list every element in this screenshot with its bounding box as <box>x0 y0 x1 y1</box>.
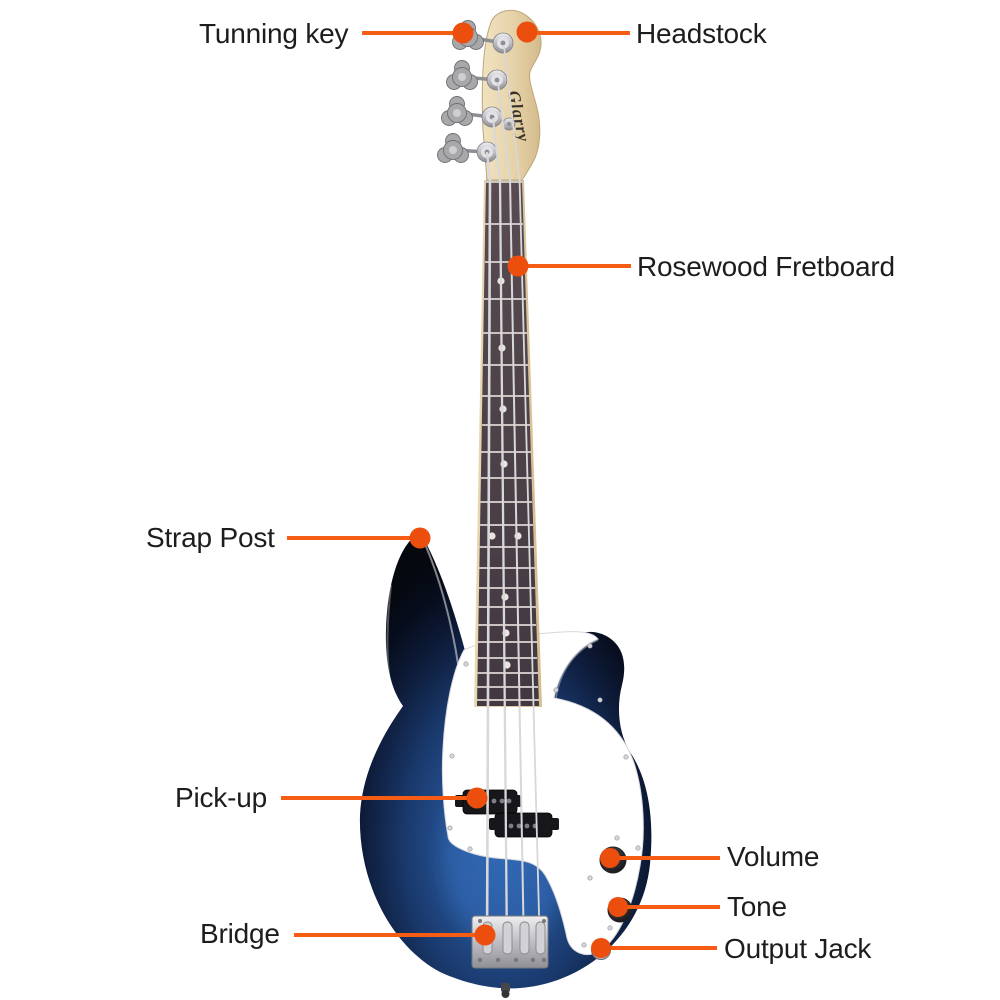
label-rosewood-fretboard: Rosewood Fretboard <box>637 251 895 282</box>
bridge-marker <box>474 924 496 946</box>
callouts <box>281 21 720 958</box>
rosewood-fretboard <box>477 180 539 706</box>
label-pick-up: Pick-up <box>175 782 267 813</box>
label-volume: Volume <box>727 841 820 872</box>
label-tunning-key: Tunning key <box>199 18 349 49</box>
headstock-outline <box>481 9 542 181</box>
strap-post-marker <box>409 527 431 549</box>
pickup-pole-pieces <box>483 798 538 829</box>
label-strap-post: Strap Post <box>146 522 275 553</box>
tone-marker <box>608 897 628 917</box>
strap-pin <box>501 983 510 998</box>
horn-gloss-highlight <box>423 541 459 665</box>
output-jack-marker <box>591 938 611 958</box>
volume-marker <box>600 848 620 868</box>
left-edge-gloss-highlight <box>386 584 399 713</box>
label-headstock: Headstock <box>636 18 767 49</box>
label-bridge: Bridge <box>200 918 280 949</box>
strings <box>485 45 541 953</box>
tunning-key-marker <box>452 22 474 44</box>
pick-up-marker <box>466 787 488 809</box>
bridge-screws <box>477 919 547 963</box>
label-tone: Tone <box>727 891 787 922</box>
rosewood-fretboard-marker <box>507 255 529 277</box>
label-output-jack: Output Jack <box>724 933 872 964</box>
headstock-marker <box>516 21 538 43</box>
